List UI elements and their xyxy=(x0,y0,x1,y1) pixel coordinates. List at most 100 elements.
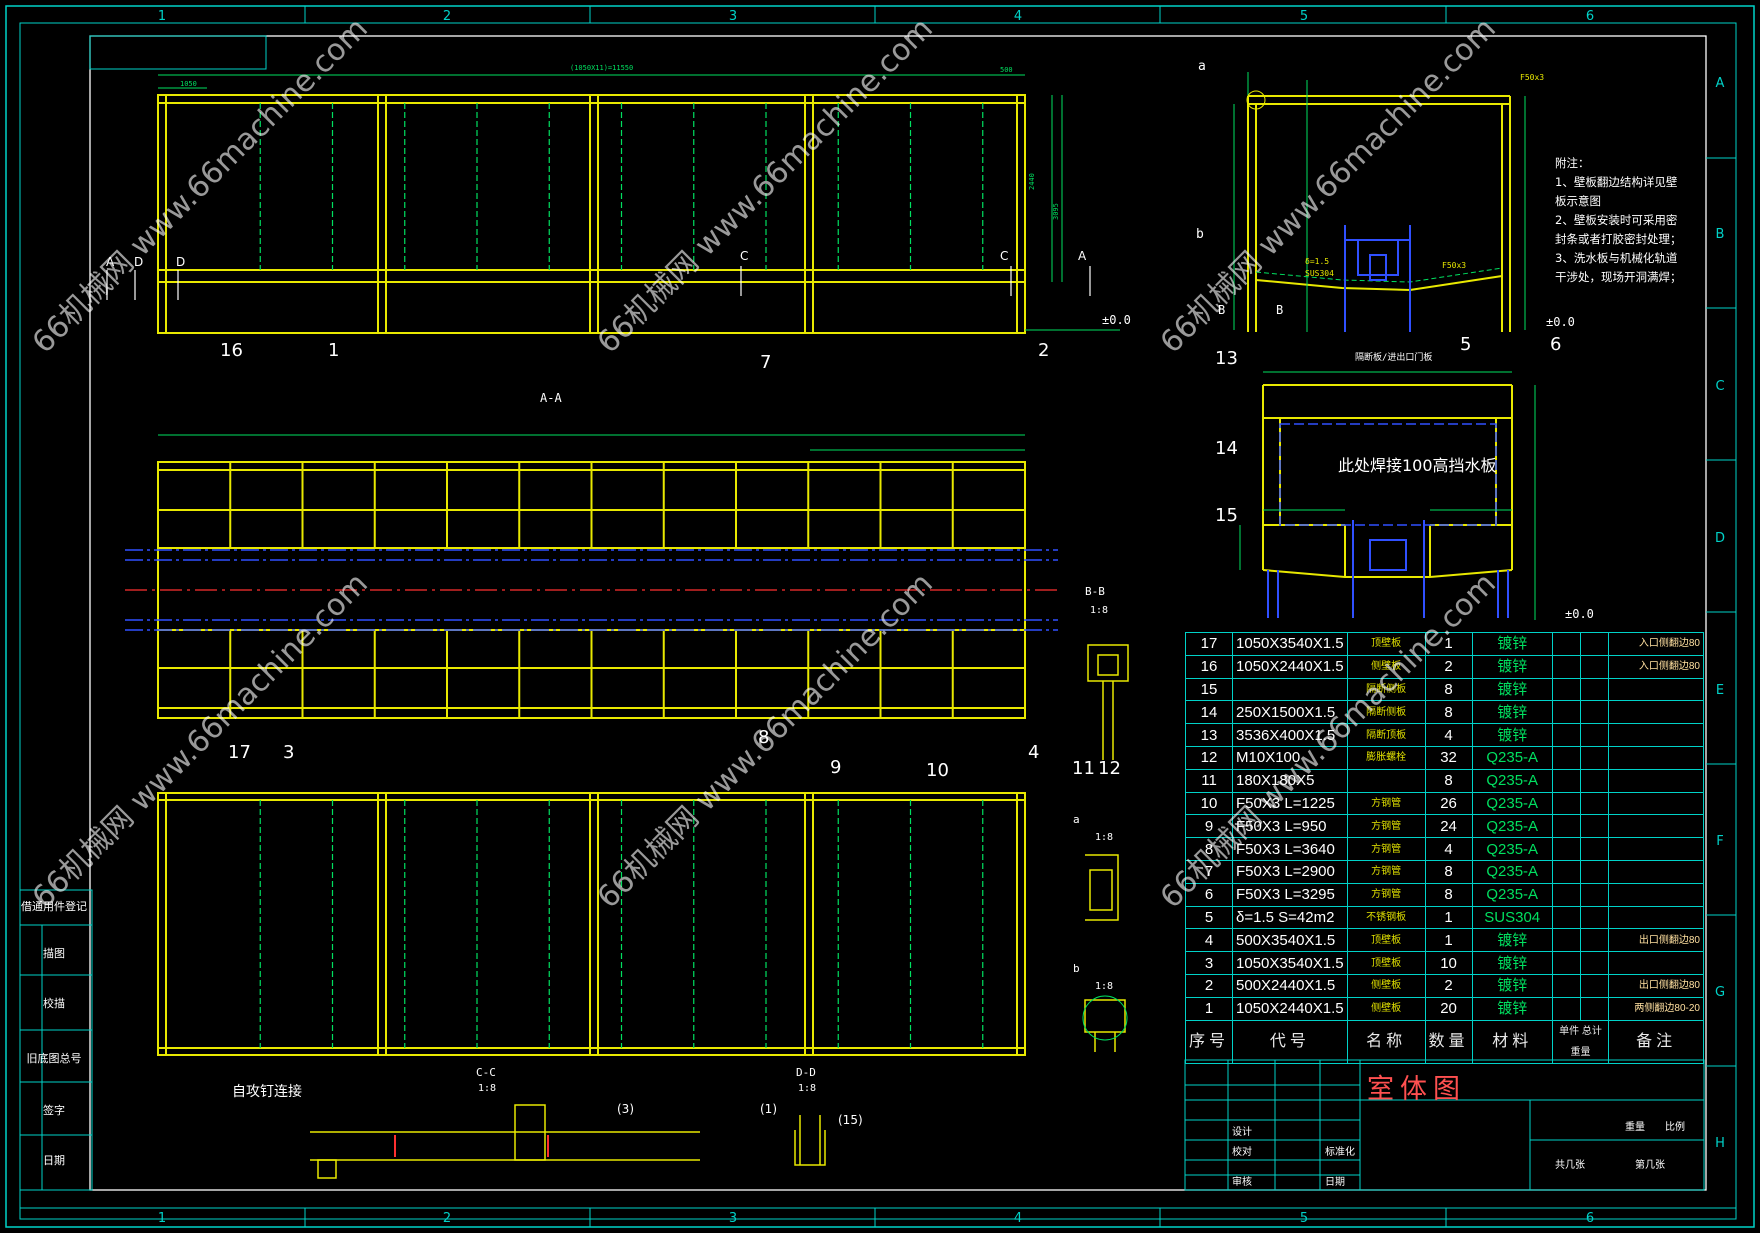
bom-h-name: 名称 xyxy=(1346,1019,1426,1064)
self-tapping-label: 自攻钉连接 xyxy=(232,1083,302,1100)
bom-cell-blank xyxy=(1580,837,1610,861)
callout-17: 17 xyxy=(228,742,251,763)
section-dd-scale: 1:8 xyxy=(798,1083,816,1094)
col-label-4-bottom: 4 xyxy=(1014,1211,1022,1226)
bom-cell-code: 180X180X5 xyxy=(1232,768,1348,793)
bom-h-unit: 单件 总计 xyxy=(1559,1025,1602,1037)
bom-cell-blank xyxy=(1551,677,1582,702)
bom-cell-name: 膨胀螺栓 xyxy=(1346,745,1426,770)
side-block-1: 描图 xyxy=(43,947,65,960)
bom-cell-qty: 10 xyxy=(1424,951,1473,975)
bom-cell-mat: 镀锌 xyxy=(1471,654,1553,679)
col-label-1: 1 xyxy=(158,9,166,24)
bom-cell-no: 2 xyxy=(1184,973,1234,998)
bom-cell-qty: 32 xyxy=(1424,745,1473,770)
col-label-3-bottom: 3 xyxy=(729,1211,737,1226)
col-label-5: 5 xyxy=(1300,9,1308,24)
bom-cell-mat: Q235-A xyxy=(1471,791,1553,816)
outer-border xyxy=(5,5,1755,1228)
callout-16: 16 xyxy=(220,340,243,361)
callout-p15: (15) xyxy=(838,1113,863,1127)
bom-cell-mat: 镀锌 xyxy=(1471,632,1553,656)
callout-7: 7 xyxy=(760,352,772,373)
bom-cell-qty: 1 xyxy=(1424,632,1473,656)
callout-2: 2 xyxy=(1038,340,1050,361)
bom-cell-no: 4 xyxy=(1184,928,1234,953)
bom-cell-blank xyxy=(1580,632,1610,656)
row-label-a: A xyxy=(1716,76,1725,91)
bom-cell-code: F50X3 L=1225 xyxy=(1232,791,1348,816)
bom-cell-no: 8 xyxy=(1184,837,1234,861)
bom-cell-mat: Q235-A xyxy=(1471,837,1553,861)
bom-cell-name: 方钢管 xyxy=(1346,837,1426,861)
bom-cell-code: F50X3 L=950 xyxy=(1232,814,1348,839)
notes-block: 附注： 1、壁板翻边结构详见壁板示意图 2、壁板安装时可采用密封条或者打胶密封处… xyxy=(1555,154,1685,287)
left-side-block xyxy=(19,889,93,1191)
bom-cell-name: 方钢管 xyxy=(1346,814,1426,839)
col-label-6: 6 xyxy=(1586,9,1594,24)
bom-cell-mat: 镀锌 xyxy=(1471,951,1553,975)
callout-3: 3 xyxy=(283,742,295,763)
bom-cell-blank xyxy=(1580,791,1610,816)
bom-cell-note xyxy=(1608,859,1704,884)
bom-cell-note xyxy=(1608,905,1704,930)
bom-cell-note xyxy=(1608,723,1704,747)
bom-cell-blank xyxy=(1551,951,1582,975)
bom-cell-no: 1 xyxy=(1184,996,1234,1021)
bom-cell-blank xyxy=(1551,905,1582,930)
row-label-h: H xyxy=(1715,1136,1725,1151)
detail-a-label: a xyxy=(1073,813,1080,826)
bom-cell-mat: 镀锌 xyxy=(1471,723,1553,747)
bom-cell-qty: 20 xyxy=(1424,996,1473,1021)
bom-cell-no: 9 xyxy=(1184,814,1234,839)
bom-cell-name: 隔断侧板 xyxy=(1346,700,1426,725)
bom-cell-qty: 4 xyxy=(1424,837,1473,861)
bom-cell-note xyxy=(1608,700,1704,725)
roof-view xyxy=(157,792,1026,1056)
section-mark-c-left: C xyxy=(740,249,748,263)
bom-h-mat: 材料 xyxy=(1471,1019,1553,1064)
row-label-c: C xyxy=(1715,379,1724,394)
bom-cell-mat: Q235-A xyxy=(1471,859,1553,884)
bom-cell-note xyxy=(1608,814,1704,839)
drawing-frame xyxy=(89,35,1707,1191)
bom-cell-mat: Q235-A xyxy=(1471,814,1553,839)
bom-cell-mat: 镀锌 xyxy=(1471,973,1553,998)
bom-cell-name: 侧壁板 xyxy=(1346,973,1426,998)
section-label-cc: C-C xyxy=(476,1066,496,1079)
bom-cell-code: 1050X3540X1.5 xyxy=(1232,632,1348,656)
bom-cell-blank xyxy=(1551,859,1582,884)
bom-cell-name: 顶壁板 xyxy=(1346,632,1426,656)
bom-cell-blank xyxy=(1580,928,1610,953)
sus304-label: SUS304 xyxy=(1305,269,1334,278)
bom-cell-no: 16 xyxy=(1184,654,1234,679)
notes-line-3: 3、洗水板与机械化轨道干涉处，现场开洞满焊； xyxy=(1555,251,1682,284)
bom-cell-no: 10 xyxy=(1184,791,1234,816)
bom-h-weight: 重量 xyxy=(1570,1046,1591,1058)
tb-scale: 比例 xyxy=(1665,1120,1685,1133)
bom-cell-note: 入口侧翻边80 xyxy=(1608,654,1704,679)
bom-cell-mat: 镀锌 xyxy=(1471,996,1553,1021)
tb-weight: 重量 xyxy=(1625,1120,1645,1133)
bom-h-code: 代号 xyxy=(1232,1019,1348,1064)
col-label-5-bottom: 5 xyxy=(1300,1211,1308,1226)
bom-cell-name: 隔断侧板 xyxy=(1346,677,1426,702)
bom-cell-blank xyxy=(1580,700,1610,725)
col-label-2-bottom: 2 xyxy=(443,1211,451,1226)
tb-design: 设计 xyxy=(1232,1125,1252,1138)
bom-h-no: 序号 xyxy=(1184,1019,1234,1064)
bom-cell-no: 13 xyxy=(1184,723,1234,747)
bom-cell-name xyxy=(1346,768,1426,793)
detail-a-scale: 1:8 xyxy=(1095,832,1113,843)
bom-cell-blank xyxy=(1580,768,1610,793)
tb-sheet-no: 第几张 xyxy=(1635,1158,1665,1171)
section-mark-a-left: A xyxy=(106,255,115,269)
